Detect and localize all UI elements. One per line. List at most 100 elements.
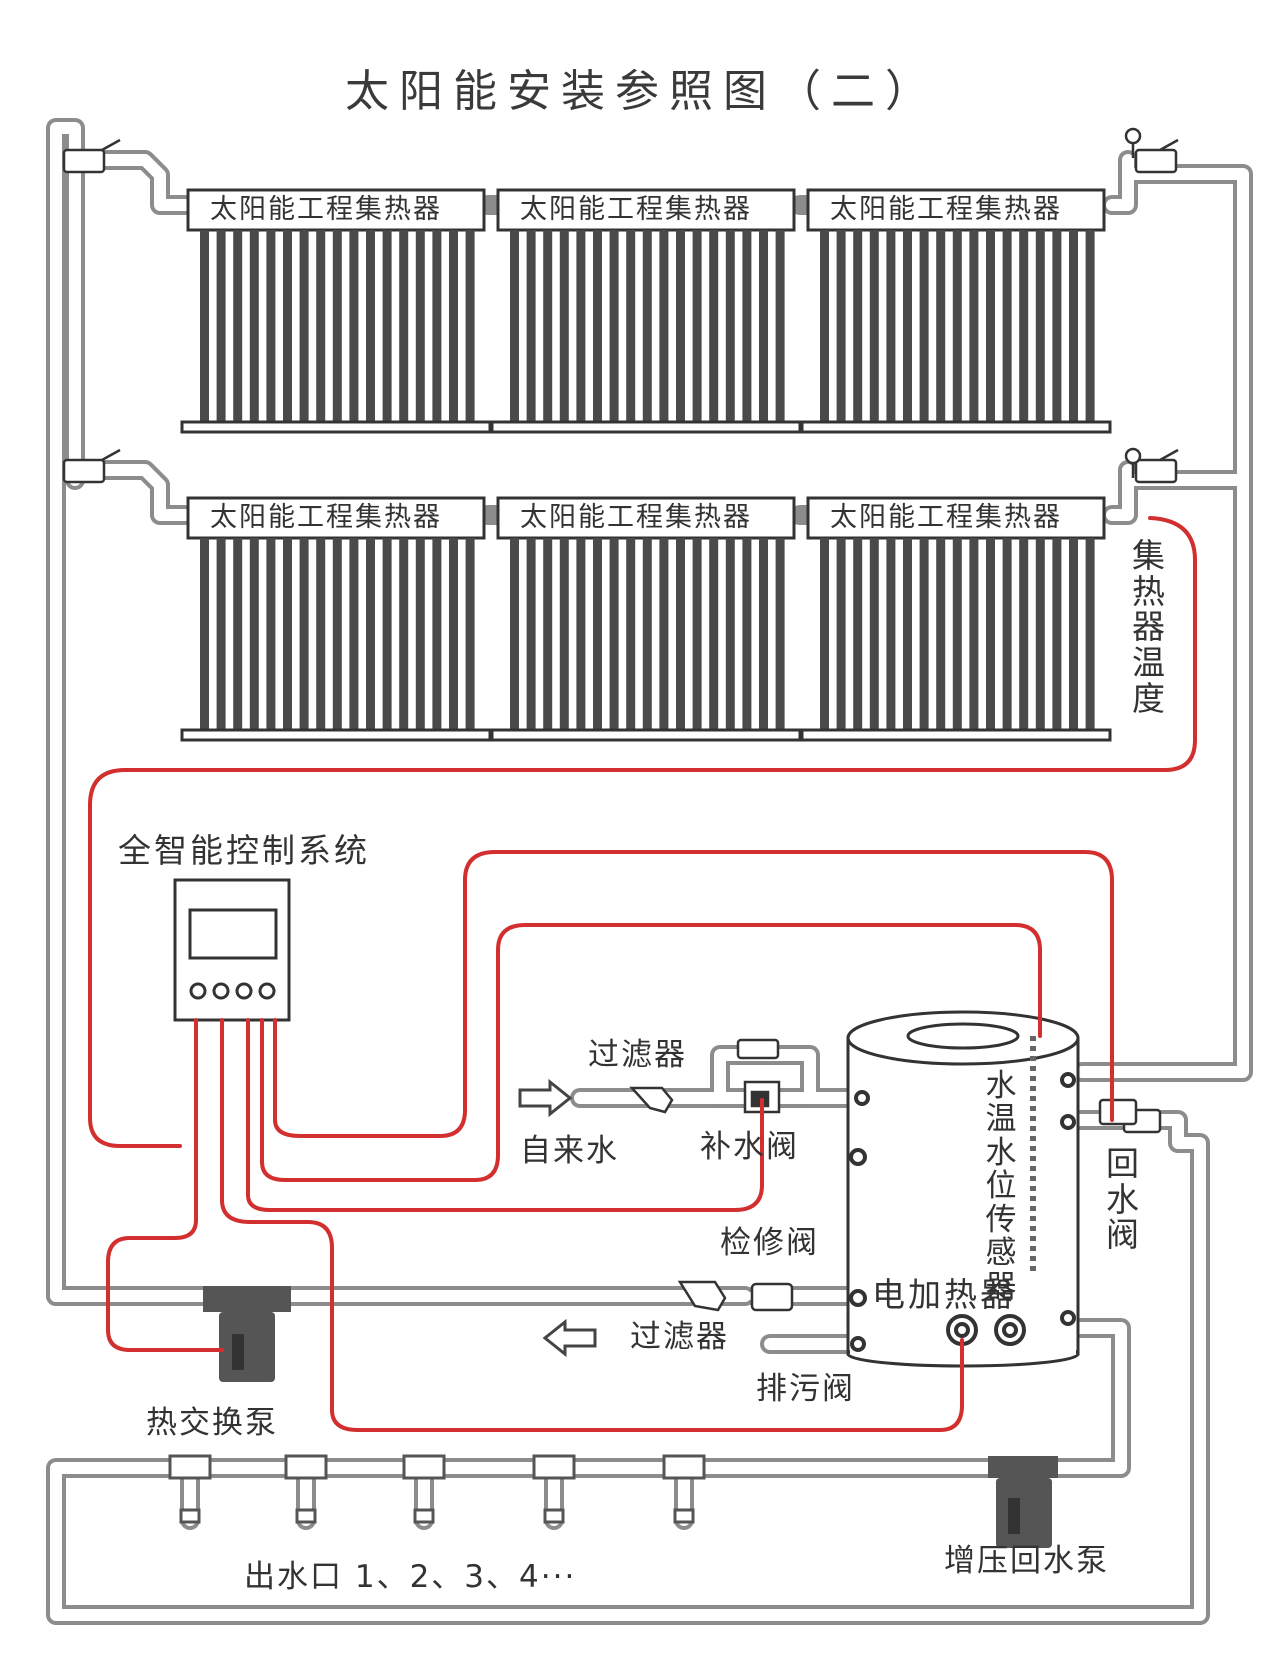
vacuum-tube bbox=[919, 230, 929, 422]
vacuum-tube bbox=[820, 230, 829, 422]
filter-out-label: 过滤器 bbox=[630, 1319, 729, 1355]
vacuum-tube bbox=[836, 538, 846, 730]
vacuum-tube bbox=[1035, 538, 1045, 730]
vacuum-tube bbox=[510, 230, 519, 422]
vacuum-tube bbox=[559, 538, 569, 730]
heat-pump-label: 热交换泵 bbox=[146, 1405, 278, 1441]
vacuum-tube bbox=[449, 230, 458, 422]
vacuum-tube bbox=[543, 538, 553, 730]
vacuum-tube bbox=[903, 538, 912, 730]
vacuum-tube bbox=[609, 230, 619, 422]
vacuum-tube bbox=[526, 538, 536, 730]
vacuum-tube bbox=[936, 230, 946, 422]
vacuum-tube bbox=[676, 230, 685, 422]
vacuum-tube bbox=[709, 230, 719, 422]
vacuum-tube bbox=[249, 230, 259, 422]
vacuum-tube bbox=[266, 230, 276, 422]
collector-panel bbox=[490, 188, 802, 434]
vacuum-tube bbox=[692, 538, 702, 730]
vacuum-tube bbox=[432, 538, 442, 730]
vacuum-tube bbox=[399, 538, 409, 730]
vacuum-tube bbox=[759, 538, 768, 730]
vacuum-tube bbox=[709, 538, 719, 730]
filter-in-label: 过滤器 bbox=[588, 1037, 687, 1073]
vacuum-tube bbox=[659, 230, 669, 422]
vacuum-tube bbox=[626, 230, 636, 422]
vacuum-tube bbox=[1052, 230, 1062, 422]
vacuum-tube bbox=[349, 538, 359, 730]
controller-label: 全智能控制系统 bbox=[118, 831, 370, 870]
page-title: 太阳能安装参照图（二） bbox=[345, 66, 939, 117]
vacuum-tube bbox=[969, 230, 979, 422]
vacuum-tube bbox=[969, 538, 979, 730]
vacuum-tube bbox=[465, 538, 475, 730]
electric-heater-icon bbox=[946, 1314, 1026, 1346]
vacuum-tube bbox=[1085, 538, 1095, 730]
drain-valve-label: 排污阀 bbox=[756, 1371, 855, 1407]
vacuum-tube bbox=[1085, 230, 1095, 422]
collector-panel bbox=[180, 188, 492, 434]
vacuum-tube bbox=[919, 538, 929, 730]
collector-panel bbox=[180, 496, 492, 742]
water-tank bbox=[846, 1010, 1080, 1368]
outlets-label: 出水口 1、2、3、4··· bbox=[244, 1559, 577, 1595]
collector-label-2: 太阳能工程集热器 bbox=[520, 194, 752, 225]
vacuum-tube bbox=[299, 538, 309, 730]
vacuum-tube bbox=[1019, 230, 1029, 422]
sensor-label: 水温水位传感器 bbox=[985, 1068, 1019, 1305]
vacuum-tube bbox=[332, 230, 342, 422]
tap-water-label: 自来水 bbox=[520, 1133, 619, 1169]
vacuum-tube bbox=[609, 538, 619, 730]
pipe-network bbox=[46, 118, 1253, 1625]
makeup-valve-label: 补水阀 bbox=[700, 1129, 799, 1165]
vacuum-tube bbox=[233, 230, 243, 422]
vacuum-tube bbox=[200, 230, 209, 422]
collector-label-4: 太阳能工程集热器 bbox=[210, 502, 442, 533]
vacuum-tube bbox=[465, 230, 475, 422]
return-valve-label: 回水阀 bbox=[1106, 1144, 1142, 1255]
collector-array bbox=[180, 188, 1112, 742]
vacuum-tube bbox=[869, 538, 879, 730]
vacuum-tube bbox=[986, 230, 995, 422]
vacuum-tube bbox=[593, 538, 602, 730]
vacuum-tube bbox=[659, 538, 669, 730]
vacuum-tube bbox=[725, 230, 735, 422]
flow-arrows bbox=[518, 1078, 597, 1358]
vacuum-tube bbox=[626, 538, 636, 730]
vacuum-tube bbox=[853, 538, 863, 730]
vacuum-tube bbox=[266, 538, 276, 730]
vacuum-tube bbox=[415, 230, 425, 422]
vacuum-tube bbox=[886, 230, 896, 422]
vacuum-tube bbox=[249, 538, 259, 730]
vacuum-tube bbox=[642, 230, 652, 422]
vacuum-tube bbox=[576, 538, 586, 730]
controller-box bbox=[173, 878, 291, 1022]
vacuum-tube bbox=[936, 538, 946, 730]
vacuum-tube bbox=[316, 230, 326, 422]
collector-label-5: 太阳能工程集热器 bbox=[520, 502, 752, 533]
vacuum-tube bbox=[449, 538, 458, 730]
vacuum-tube bbox=[1035, 230, 1045, 422]
vacuum-tube bbox=[576, 230, 586, 422]
vacuum-tube bbox=[593, 230, 602, 422]
vacuum-tube bbox=[759, 230, 768, 422]
vacuum-tube bbox=[543, 230, 553, 422]
vacuum-tube bbox=[725, 538, 735, 730]
vacuum-tube bbox=[903, 230, 912, 422]
vacuum-tube bbox=[510, 538, 519, 730]
vacuum-tube bbox=[382, 538, 392, 730]
vacuum-tube bbox=[775, 230, 785, 422]
vacuum-tube bbox=[366, 538, 375, 730]
vacuum-tube bbox=[1069, 230, 1078, 422]
vacuum-tube bbox=[869, 230, 879, 422]
vacuum-tube bbox=[853, 230, 863, 422]
vacuum-tube bbox=[233, 538, 243, 730]
vacuum-tube bbox=[283, 538, 292, 730]
vacuum-tube bbox=[216, 538, 226, 730]
vacuum-tube bbox=[559, 230, 569, 422]
collector-panel bbox=[490, 496, 802, 742]
booster-pump-label: 增压回水泵 bbox=[944, 1543, 1109, 1579]
air-vent-icons bbox=[1124, 127, 1142, 478]
vacuum-tube bbox=[836, 230, 846, 422]
